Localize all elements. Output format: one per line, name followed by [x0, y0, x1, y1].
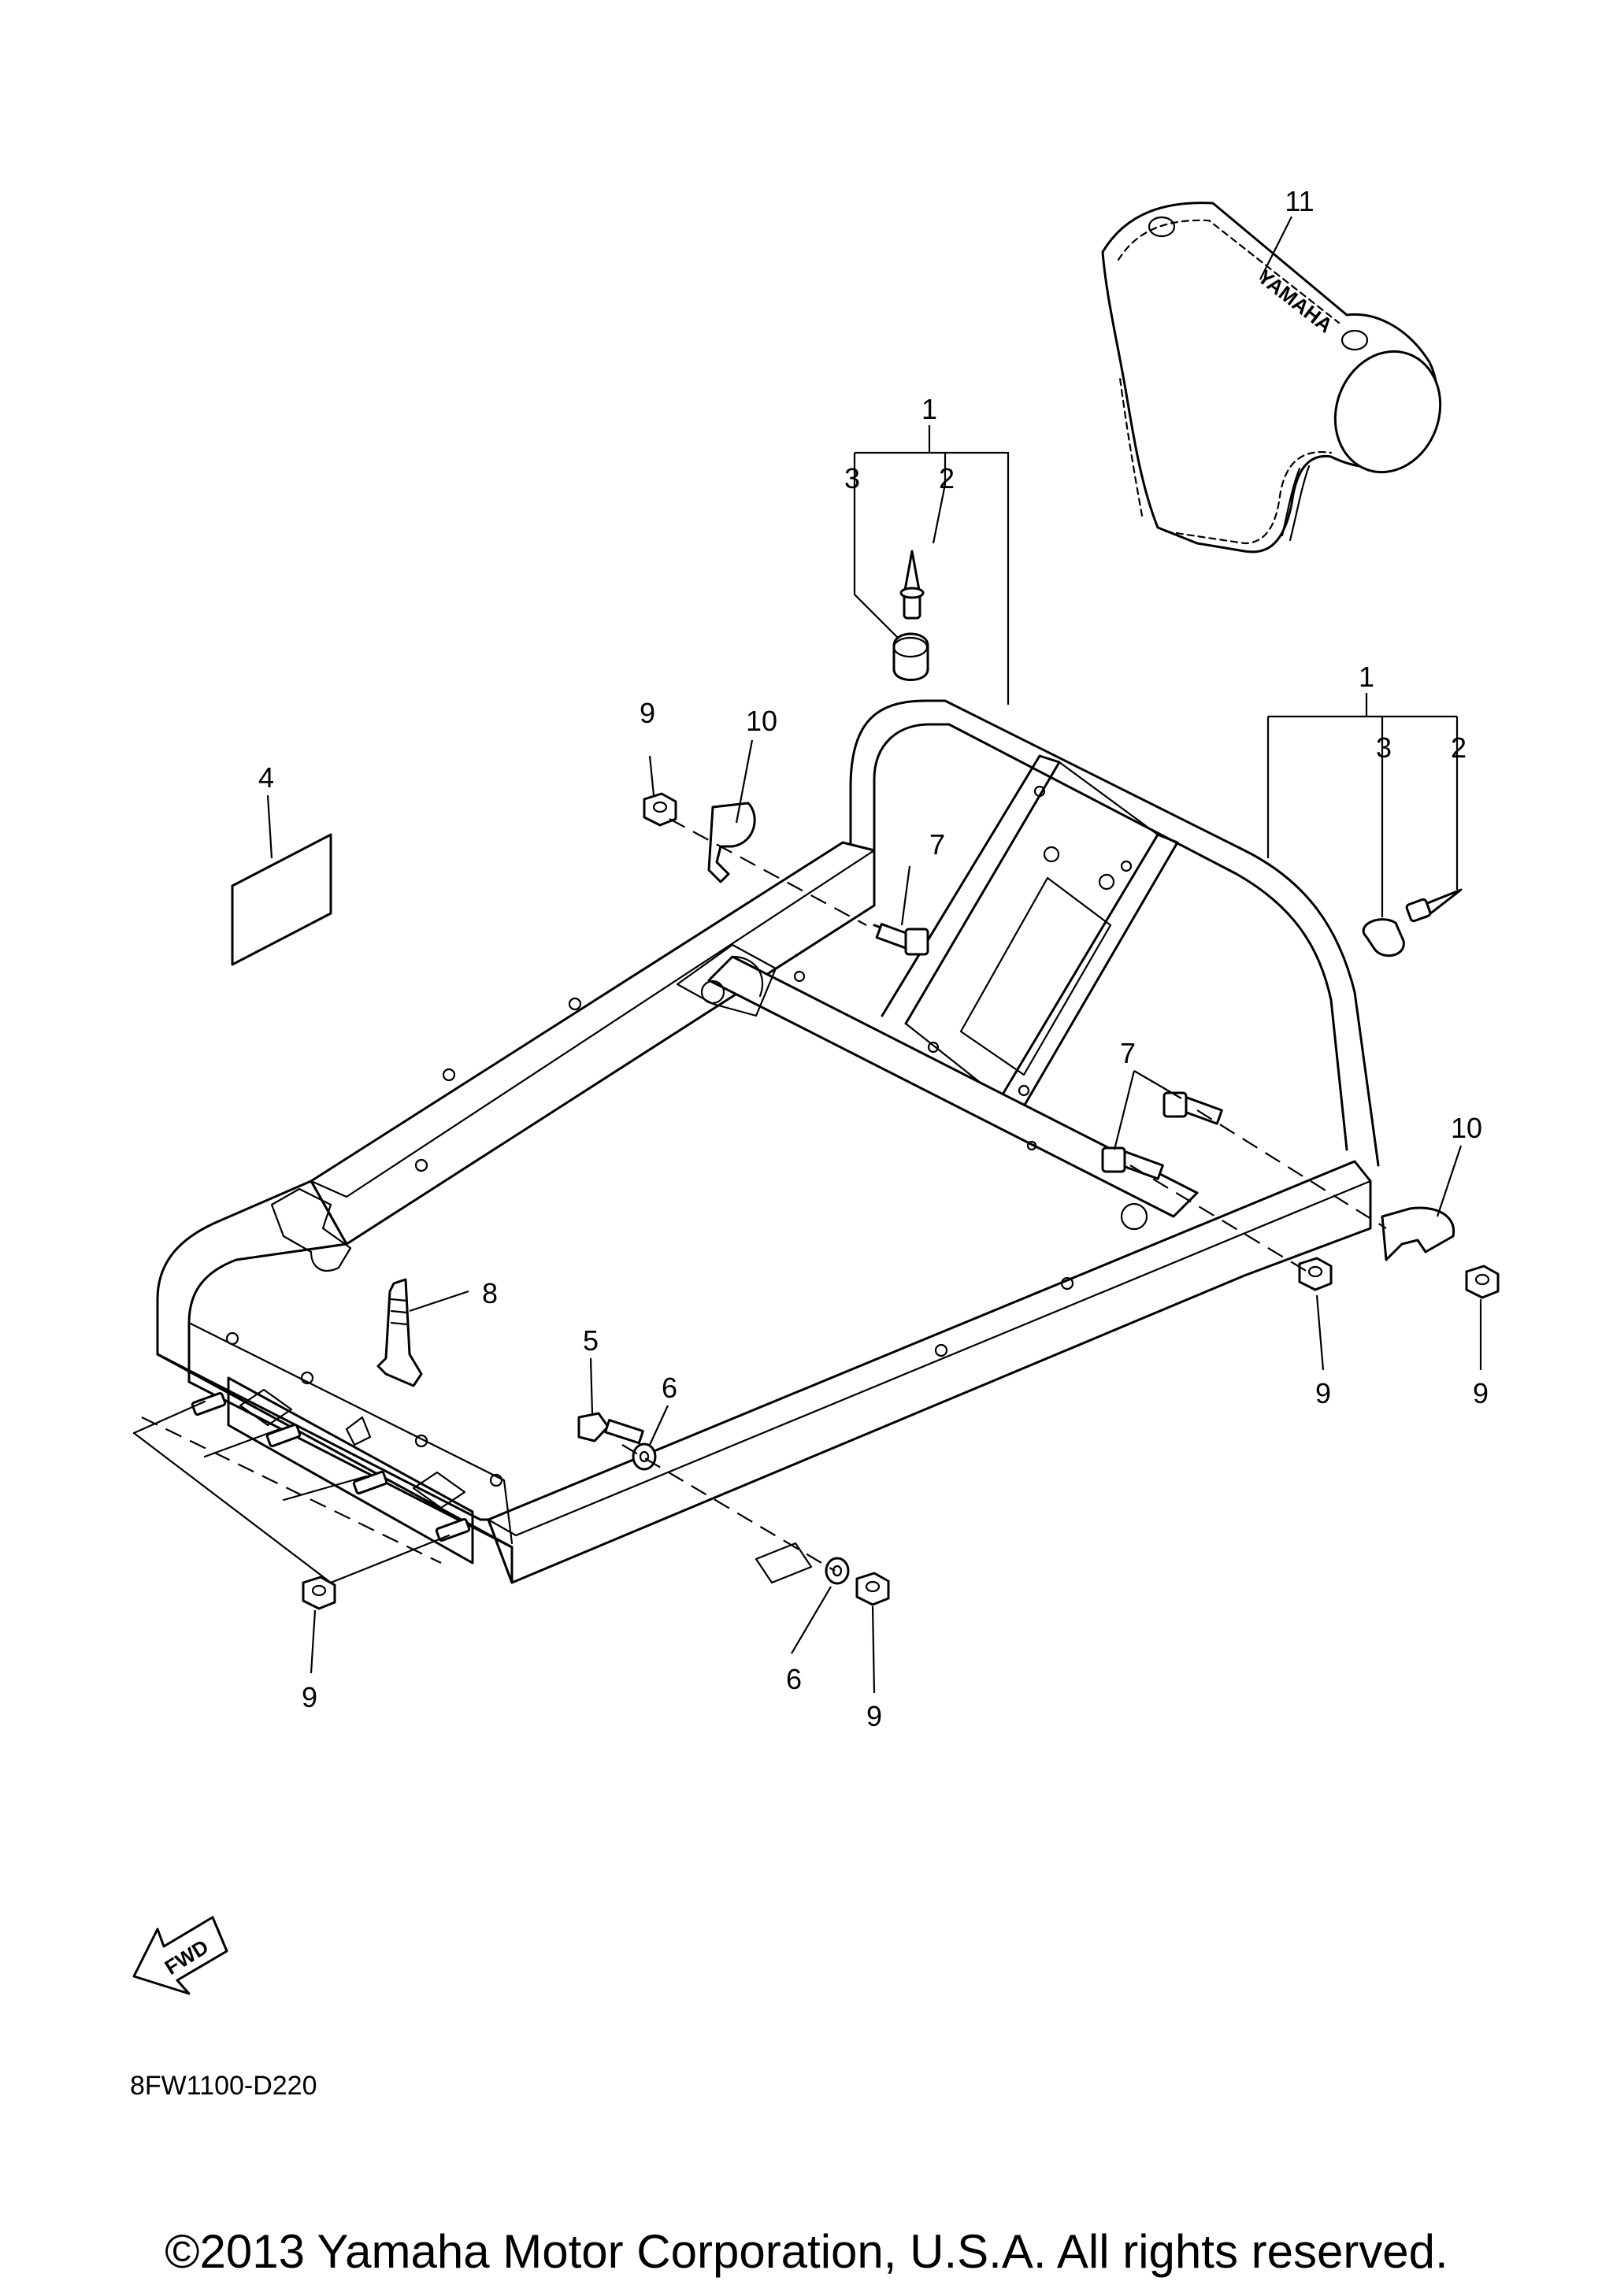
callout-1-upper: 1 — [921, 393, 937, 425]
callout-6-lower: 6 — [786, 1663, 802, 1695]
callout-2-right: 2 — [1451, 731, 1467, 764]
callout-11: 11 — [1285, 185, 1314, 217]
label-sheet-part — [231, 794, 332, 966]
callout-10-left: 10 — [746, 705, 777, 737]
callout-5: 5 — [583, 1324, 599, 1357]
clip-part — [376, 1278, 469, 1387]
drawing-code: 8FW1100-D220 — [130, 2071, 317, 2101]
callout-9-lower: 9 — [866, 1700, 882, 1732]
callout-labels: 11 1 3 2 1 3 2 9 10 4 7 7 10 8 5 6 9 9 9… — [258, 185, 1489, 1732]
fwd-direction-arrow: FWD — [132, 1916, 228, 1995]
leader-lines — [310, 216, 1482, 1694]
callout-6-upper: 6 — [662, 1372, 677, 1404]
frame-assembly — [156, 699, 1380, 1584]
callout-3-right: 3 — [1376, 731, 1392, 764]
assembly-lines — [132, 818, 1387, 1584]
fasteners — [191, 550, 1500, 1610]
copyright-notice: ©2013 Yamaha Motor Corporation, U.S.A. A… — [165, 2225, 1448, 2278]
callout-9-right-a: 9 — [1315, 1377, 1331, 1409]
callout-7-upper: 7 — [929, 828, 945, 861]
callout-3-upper: 3 — [844, 462, 860, 494]
callout-2-upper: 2 — [939, 462, 955, 494]
handle-pad-cover-part: YAMAHA — [1101, 202, 1442, 554]
callout-4: 4 — [258, 761, 274, 794]
callout-1-right: 1 — [1359, 661, 1374, 693]
callout-9-left: 9 — [302, 1681, 317, 1713]
callout-8: 8 — [482, 1277, 498, 1309]
callout-9-right-b: 9 — [1473, 1377, 1489, 1409]
callout-9-top: 9 — [640, 697, 655, 729]
callout-10-right: 10 — [1451, 1112, 1482, 1144]
fwd-label: FWD — [161, 1935, 213, 1979]
callout-7-lower: 7 — [1120, 1037, 1136, 1069]
